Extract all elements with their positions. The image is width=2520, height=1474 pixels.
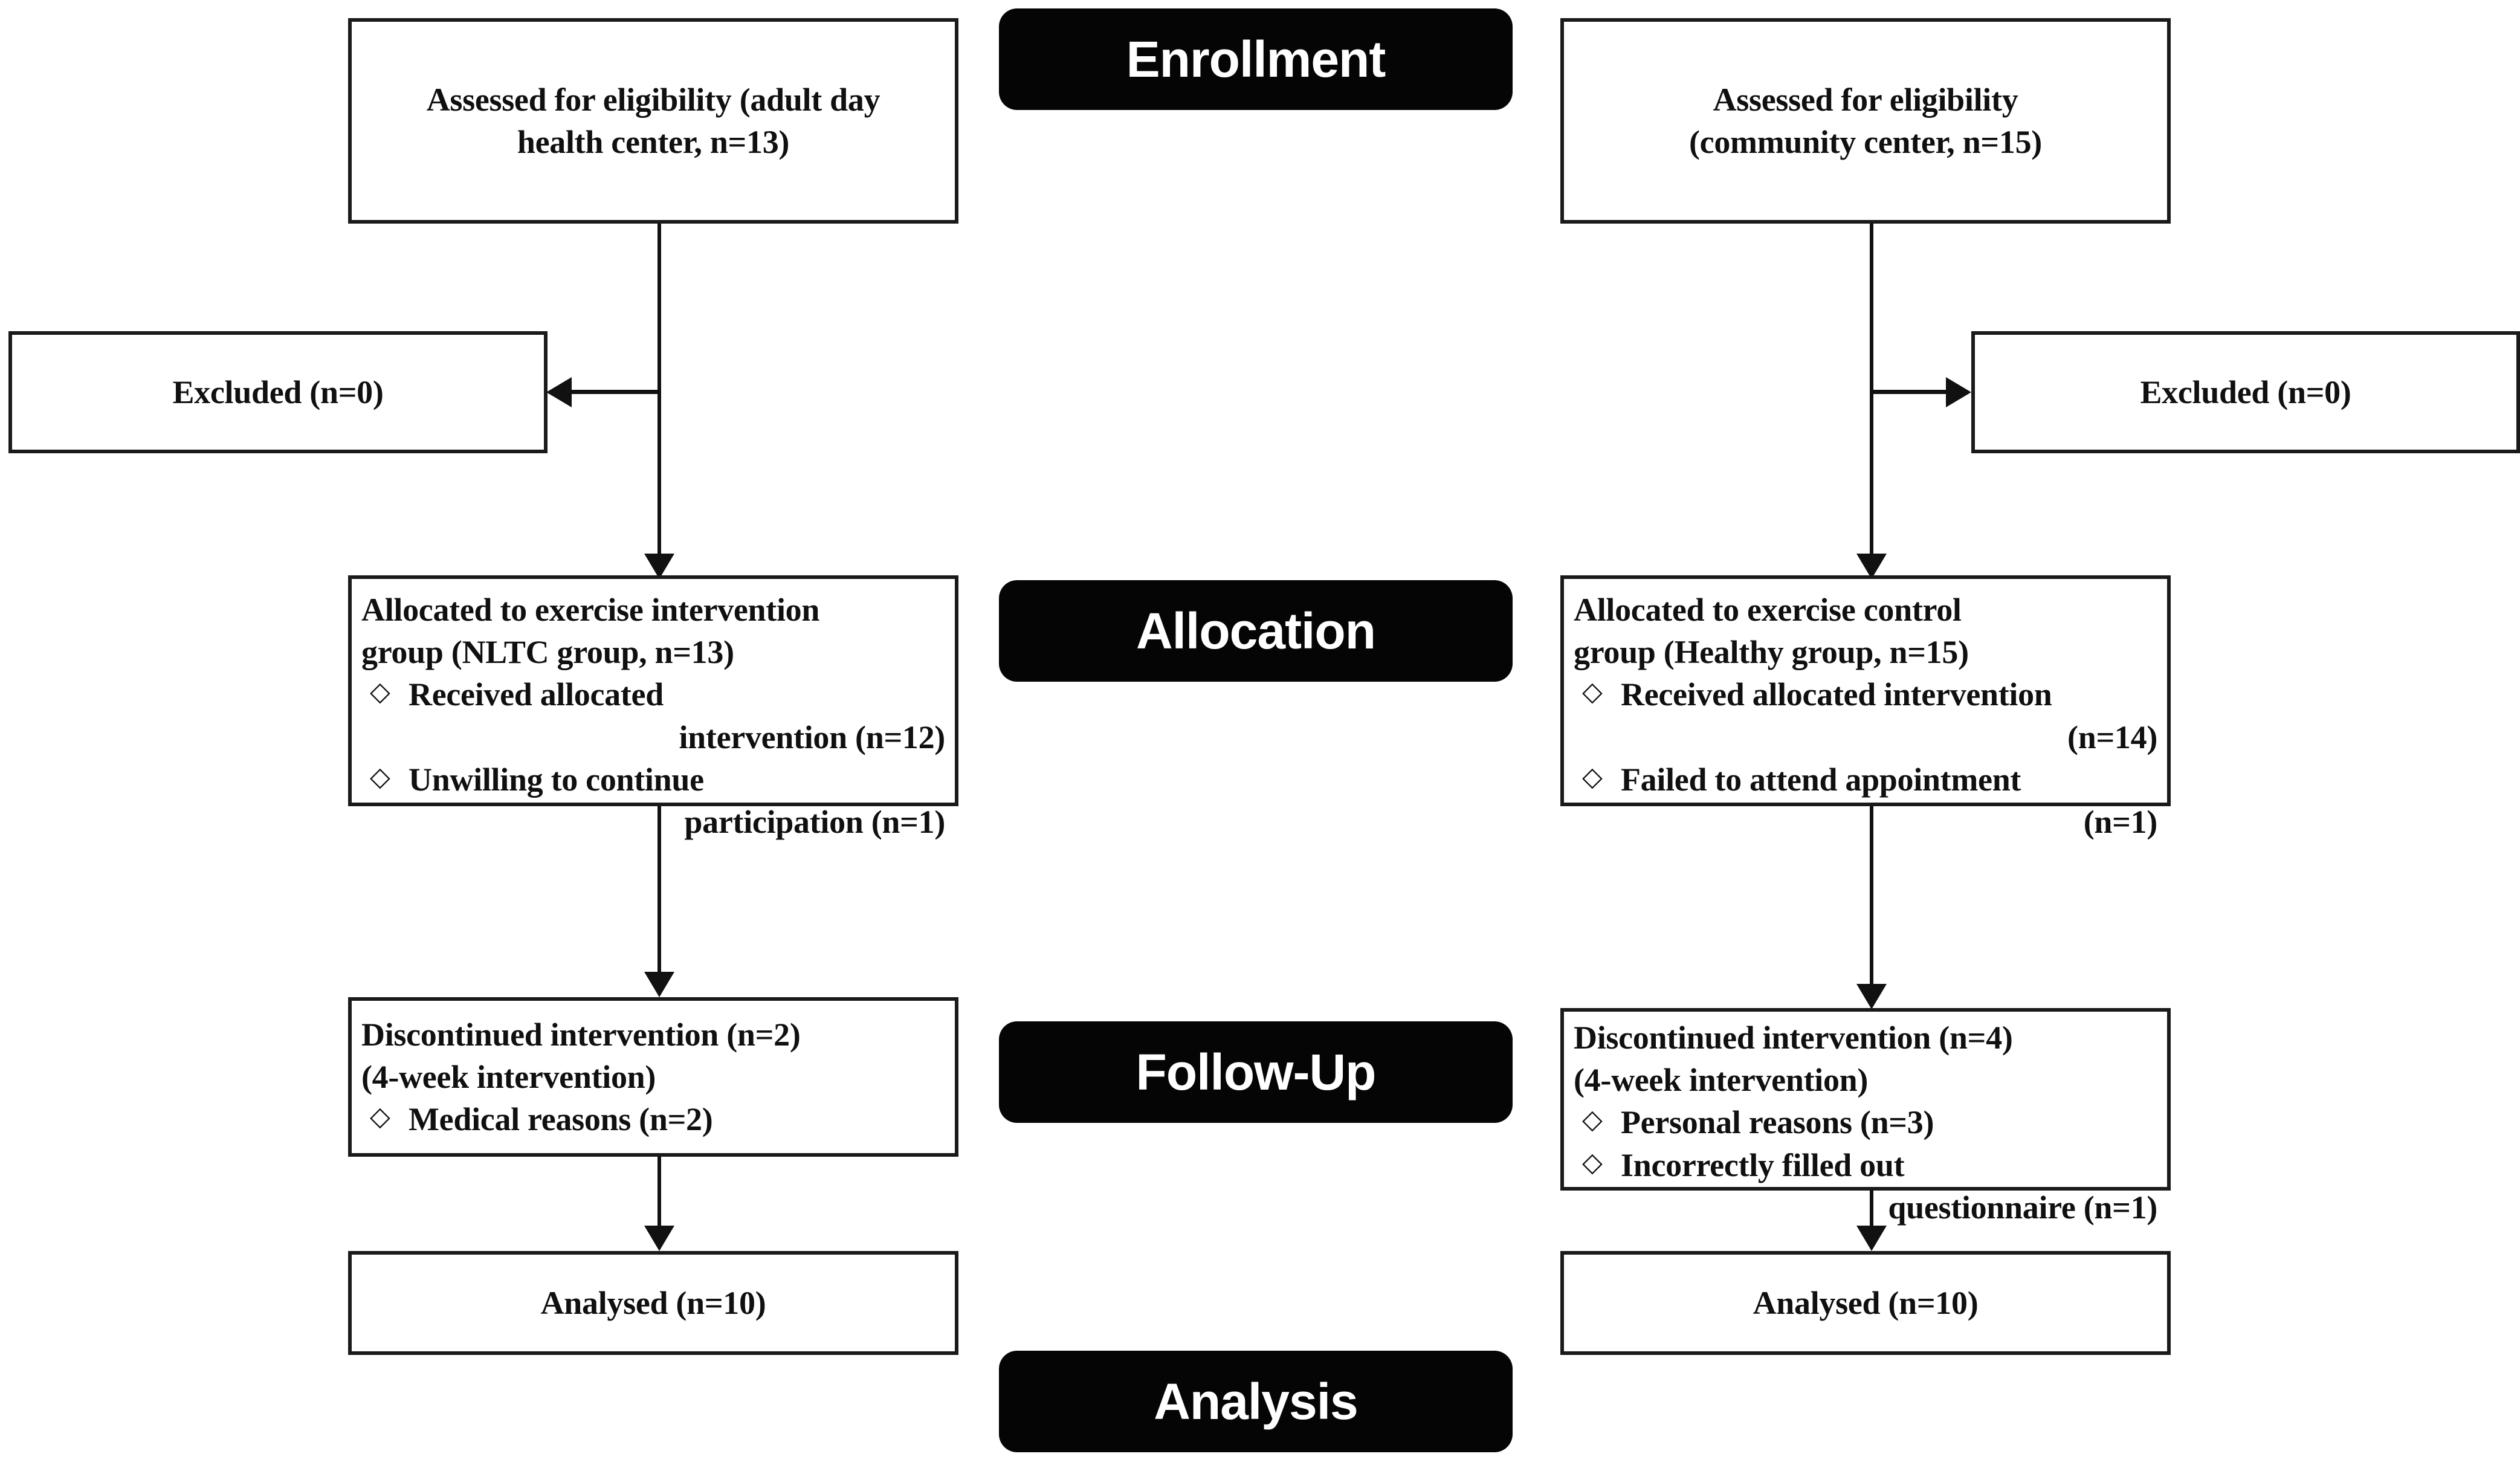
right-analysis-box: Analysed (n=10)	[1560, 1251, 2171, 1355]
left-allocation-line-2: group (NLTC group, n=13)	[361, 634, 734, 671]
right-enrollment-box: Assessed for eligibility (community cent…	[1560, 18, 2171, 224]
right-excluded-box: Excluded (n=0)	[1971, 331, 2520, 453]
left-allocation-bullet-1-cont: intervention (n=12)	[679, 719, 945, 755]
right-followup-bullet-2-cont: questionnaire (n=1)	[1888, 1189, 2157, 1226]
left-followup-bullet-list: ◇ Medical reasons (n=2)	[361, 1098, 945, 1140]
stage-banner-allocation-label: Allocation	[1136, 603, 1376, 659]
stage-banner-enrollment: Enrollment	[999, 8, 1513, 110]
left-allocation-to-followup-connector	[657, 806, 661, 975]
diamond-bullet-icon: ◇	[370, 1101, 390, 1133]
left-enrollment-line-2: health center, n=13)	[517, 124, 790, 160]
diamond-bullet-icon: ◇	[1582, 1146, 1603, 1178]
right-allocation-to-followup-connector	[1870, 806, 1873, 988]
left-followup-to-analysis-connector	[657, 1157, 661, 1229]
stage-banner-analysis: Analysis	[999, 1351, 1513, 1452]
right-allocation-line-1: Allocated to exercise control	[1574, 592, 1962, 628]
right-enrollment-line-2: (community center, n=15)	[1689, 124, 2042, 160]
list-item: ◇ Unwilling to continue participation (n…	[361, 758, 945, 843]
right-excluded-label: Excluded (n=0)	[2140, 373, 2351, 410]
left-followup-line-2: (4-week intervention)	[361, 1058, 656, 1095]
left-excluded-box: Excluded (n=0)	[8, 331, 548, 453]
diamond-bullet-icon: ◇	[370, 761, 390, 792]
left-allocation-bullet-1-first: Received allocated	[409, 676, 664, 713]
stage-banner-analysis-label: Analysis	[1154, 1373, 1359, 1430]
right-allocation-to-followup-arrowhead-icon	[1856, 984, 1887, 1009]
left-followup-box: Discontinued intervention (n=2) (4-week …	[348, 997, 958, 1157]
right-allocation-bullet-1-cont: (n=14)	[2067, 719, 2157, 755]
diamond-bullet-icon: ◇	[1582, 761, 1603, 792]
diamond-bullet-icon: ◇	[1582, 676, 1603, 708]
right-excluded-connector	[1873, 390, 1946, 394]
stage-banner-followup-label: Follow-Up	[1136, 1044, 1377, 1101]
left-followup-bullet-1-first: Medical reasons (n=2)	[409, 1101, 713, 1138]
left-allocation-bullet-2-cont: participation (n=1)	[684, 803, 945, 840]
left-allocation-bullet-2-first: Unwilling to continue	[409, 761, 704, 798]
list-item: ◇ Received allocated intervention (n=12)	[361, 673, 945, 758]
left-followup-to-analysis-arrowhead-icon	[644, 1226, 674, 1251]
right-allocation-line-2: group (Healthy group, n=15)	[1574, 634, 1969, 671]
right-followup-to-analysis-arrowhead-icon	[1856, 1226, 1887, 1251]
diamond-bullet-icon: ◇	[370, 676, 390, 708]
list-item: ◇ Received allocated intervention (n=14)	[1574, 673, 2157, 758]
left-analysis-box: Analysed (n=10)	[348, 1251, 958, 1355]
stage-banner-allocation: Allocation	[999, 580, 1513, 682]
left-allocation-box: Allocated to exercise intervention group…	[348, 575, 958, 840]
right-excluded-arrowhead-icon	[1946, 377, 1971, 407]
left-enrollment-line-1: Assessed for eligibility (adult day	[426, 81, 880, 118]
right-allocation-bullet-2-first: Failed to attend appointment	[1621, 761, 2021, 798]
left-excluded-connector	[572, 390, 659, 394]
right-followup-bullet-list: ◇ Personal reasons (n=3) ◇ Incorrectly f…	[1574, 1101, 2157, 1229]
left-allocation-line-1: Allocated to exercise intervention	[361, 592, 820, 628]
list-item: ◇ Incorrectly filled out questionnaire (…	[1574, 1144, 2157, 1229]
right-followup-line-1: Discontinued intervention (n=4)	[1574, 1020, 2013, 1056]
right-trunk-connector	[1870, 224, 1873, 574]
left-excluded-label: Excluded (n=0)	[172, 373, 384, 410]
left-enrollment-box: Assessed for eligibility (adult day heal…	[348, 18, 958, 224]
right-followup-to-analysis-connector	[1870, 1191, 1873, 1230]
left-followup-line-1: Discontinued intervention (n=2)	[361, 1016, 801, 1053]
right-enrollment-line-1: Assessed for eligibility	[1713, 81, 2018, 118]
left-excluded-arrowhead-icon	[546, 377, 572, 407]
right-allocation-bullet-1-first: Received allocated intervention	[1621, 676, 2052, 713]
right-followup-bullet-1-first: Personal reasons (n=3)	[1621, 1104, 1934, 1141]
left-trunk-arrowhead-icon	[644, 554, 674, 579]
stage-banner-followup: Follow-Up	[999, 1021, 1513, 1123]
diamond-bullet-icon: ◇	[1582, 1104, 1603, 1136]
right-trunk-arrowhead-icon	[1856, 554, 1887, 579]
left-allocation-to-followup-arrowhead-icon	[644, 972, 674, 997]
right-allocation-box: Allocated to exercise control group (Hea…	[1560, 575, 2171, 840]
right-followup-bullet-2-first: Incorrectly filled out	[1621, 1146, 1905, 1183]
right-allocation-bullet-2-cont: (n=1)	[2083, 803, 2158, 840]
list-item: ◇ Failed to attend appointment (n=1)	[1574, 758, 2157, 843]
left-allocation-bullet-list: ◇ Received allocated intervention (n=12)…	[361, 673, 945, 843]
right-allocation-bullet-list: ◇ Received allocated intervention (n=14)…	[1574, 673, 2157, 843]
right-analysis-label: Analysed (n=10)	[1753, 1284, 1979, 1321]
right-followup-box: Discontinued intervention (n=4) (4-week …	[1560, 1008, 2171, 1226]
list-item: ◇ Personal reasons (n=3)	[1574, 1101, 2157, 1143]
right-followup-line-2: (4-week intervention)	[1574, 1062, 1869, 1099]
left-trunk-connector	[657, 224, 661, 574]
list-item: ◇ Medical reasons (n=2)	[361, 1098, 945, 1140]
stage-banner-enrollment-label: Enrollment	[1126, 31, 1386, 88]
left-analysis-label: Analysed (n=10)	[540, 1284, 766, 1321]
